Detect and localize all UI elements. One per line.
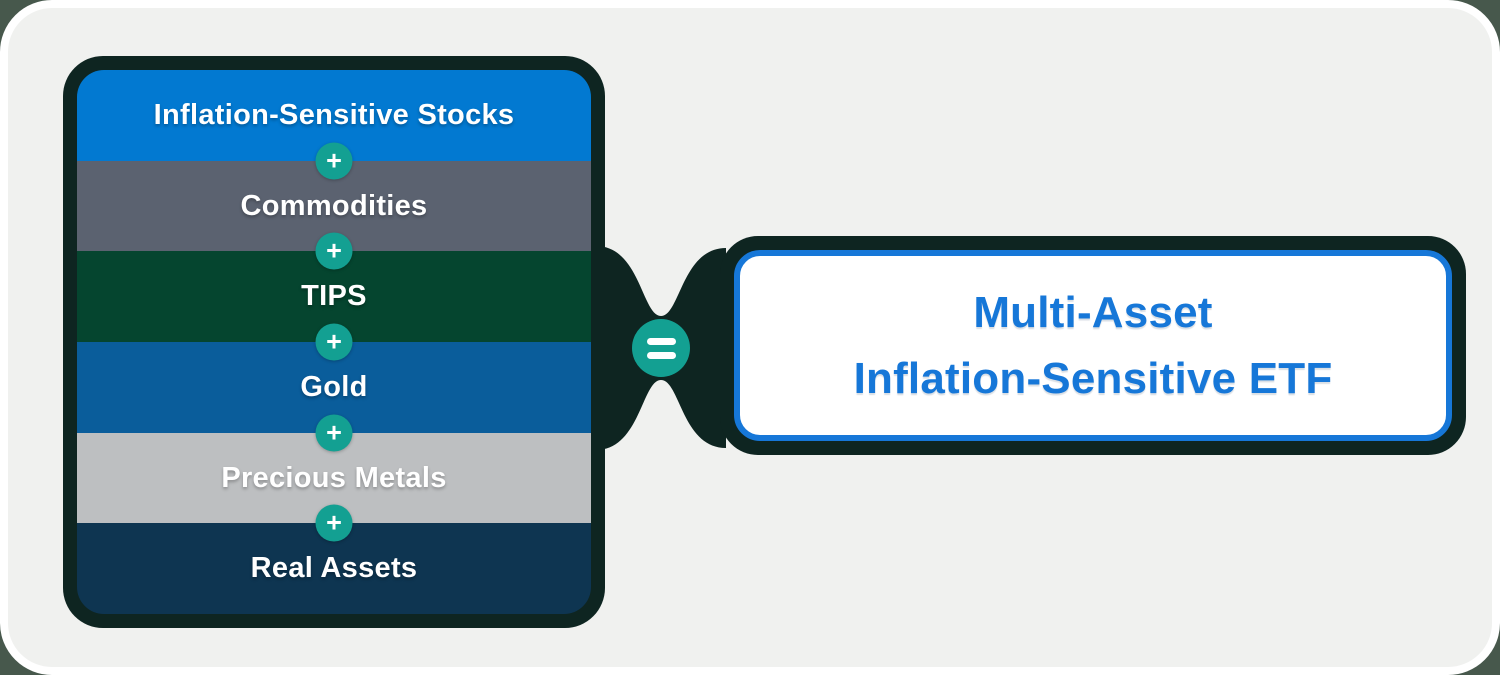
etf-title-line-1: Multi-Asset xyxy=(973,287,1213,337)
plus-icon: + xyxy=(315,232,353,270)
asset-stack: Inflation-Sensitive Stocks Commodities T… xyxy=(63,56,605,628)
asset-band-label: Gold xyxy=(300,370,368,403)
plus-icon: + xyxy=(315,323,353,361)
equals-bar xyxy=(646,351,676,359)
equals-icon xyxy=(632,319,690,377)
etf-result-box: Multi-Asset Inflation-Sensitive ETF xyxy=(720,236,1466,455)
asset-band-label: Commodities xyxy=(240,189,428,222)
asset-band: Inflation-Sensitive Stocks xyxy=(77,70,591,161)
asset-band-list: Inflation-Sensitive Stocks Commodities T… xyxy=(77,70,591,614)
etf-title-line-2: Inflation-Sensitive ETF xyxy=(853,353,1333,403)
plus-icon: + xyxy=(315,504,353,542)
etf-result-box-inner: Multi-Asset Inflation-Sensitive ETF xyxy=(734,250,1452,441)
asset-band-label: TIPS xyxy=(301,280,367,313)
asset-band-label: Precious Metals xyxy=(221,461,447,494)
equals-bar xyxy=(646,337,676,345)
plus-icon: + xyxy=(315,142,353,180)
plus-icon: + xyxy=(315,414,353,452)
asset-band-label: Inflation-Sensitive Stocks xyxy=(153,98,515,131)
asset-band-label: Real Assets xyxy=(250,552,418,585)
